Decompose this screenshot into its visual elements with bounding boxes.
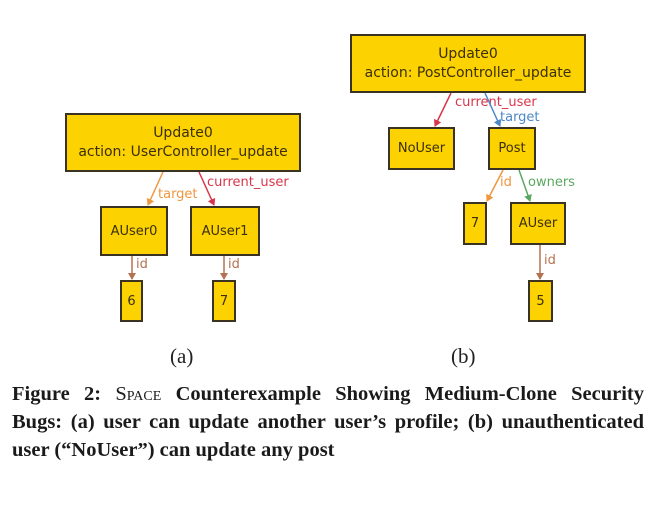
caption-system-name: Space xyxy=(115,383,162,405)
node-b-auser-label: AUser xyxy=(518,216,558,231)
figure-caption: Figure 2: Space Counterexample Showing M… xyxy=(12,380,644,464)
node-b-update-title: Update0 xyxy=(438,45,498,62)
node-b-post: Post xyxy=(488,127,536,170)
caption-prefix: Figure 2: xyxy=(12,383,102,405)
node-b-auser: AUser xyxy=(510,202,566,245)
node-a-update-action: action: UserController_update xyxy=(78,143,288,160)
node-a-update: Update0 action: UserController_update xyxy=(65,113,301,172)
node-a-val6: 6 xyxy=(120,280,143,322)
edge-layer: target current_user id id current_user t… xyxy=(128,92,575,280)
node-a-auser1: AUser1 xyxy=(190,206,260,256)
node-b-update: Update0 action: PostController_update xyxy=(350,34,586,93)
node-b-update-action: action: PostController_update xyxy=(364,64,572,81)
edge-a-current-user xyxy=(198,171,216,206)
edge-b-id-auser-label: id xyxy=(544,253,556,268)
edge-b-id xyxy=(486,169,504,202)
node-a-val7: 7 xyxy=(212,280,236,322)
figure: target current_user id id current_user t… xyxy=(65,34,586,368)
edge-b-owners-label: owners xyxy=(528,175,575,190)
node-a-val6-label: 6 xyxy=(127,293,136,309)
edge-b-current-user-label: current_user xyxy=(455,95,537,110)
node-b-val7: 7 xyxy=(463,202,487,245)
node-b-val5: 5 xyxy=(528,280,553,322)
node-a-val7-label: 7 xyxy=(219,293,229,309)
node-b-val7-label: 7 xyxy=(470,216,480,231)
node-a-update-title: Update0 xyxy=(153,124,213,141)
node-b-nouser: NoUser xyxy=(388,127,455,170)
node-a-auser0-label: AUser0 xyxy=(110,223,158,239)
subfigure-label-b: (b) xyxy=(451,344,476,368)
edge-a-current-user-label: current_user xyxy=(207,175,289,190)
node-b-val5-label: 5 xyxy=(536,293,545,309)
edge-b-target xyxy=(484,92,502,127)
node-a-auser0: AUser0 xyxy=(100,206,168,256)
edge-b-target-label: target xyxy=(500,110,540,125)
node-a-auser1-label: AUser1 xyxy=(201,223,249,239)
edge-b-owners xyxy=(518,169,532,202)
subfigure-label-a: (a) xyxy=(170,344,194,368)
edge-a-id-1-label: id xyxy=(228,257,240,272)
edge-a-target-label: target xyxy=(158,187,198,202)
edge-b-id-label: id xyxy=(500,175,512,190)
edge-b-current-user xyxy=(434,92,452,127)
edge-a-target xyxy=(146,171,164,206)
node-b-post-label: Post xyxy=(498,141,526,156)
node-b-nouser-label: NoUser xyxy=(397,141,446,156)
caption-text: Counterexample Showing Medium-Clone Secu… xyxy=(12,383,645,461)
edge-a-id-0-label: id xyxy=(136,257,148,272)
